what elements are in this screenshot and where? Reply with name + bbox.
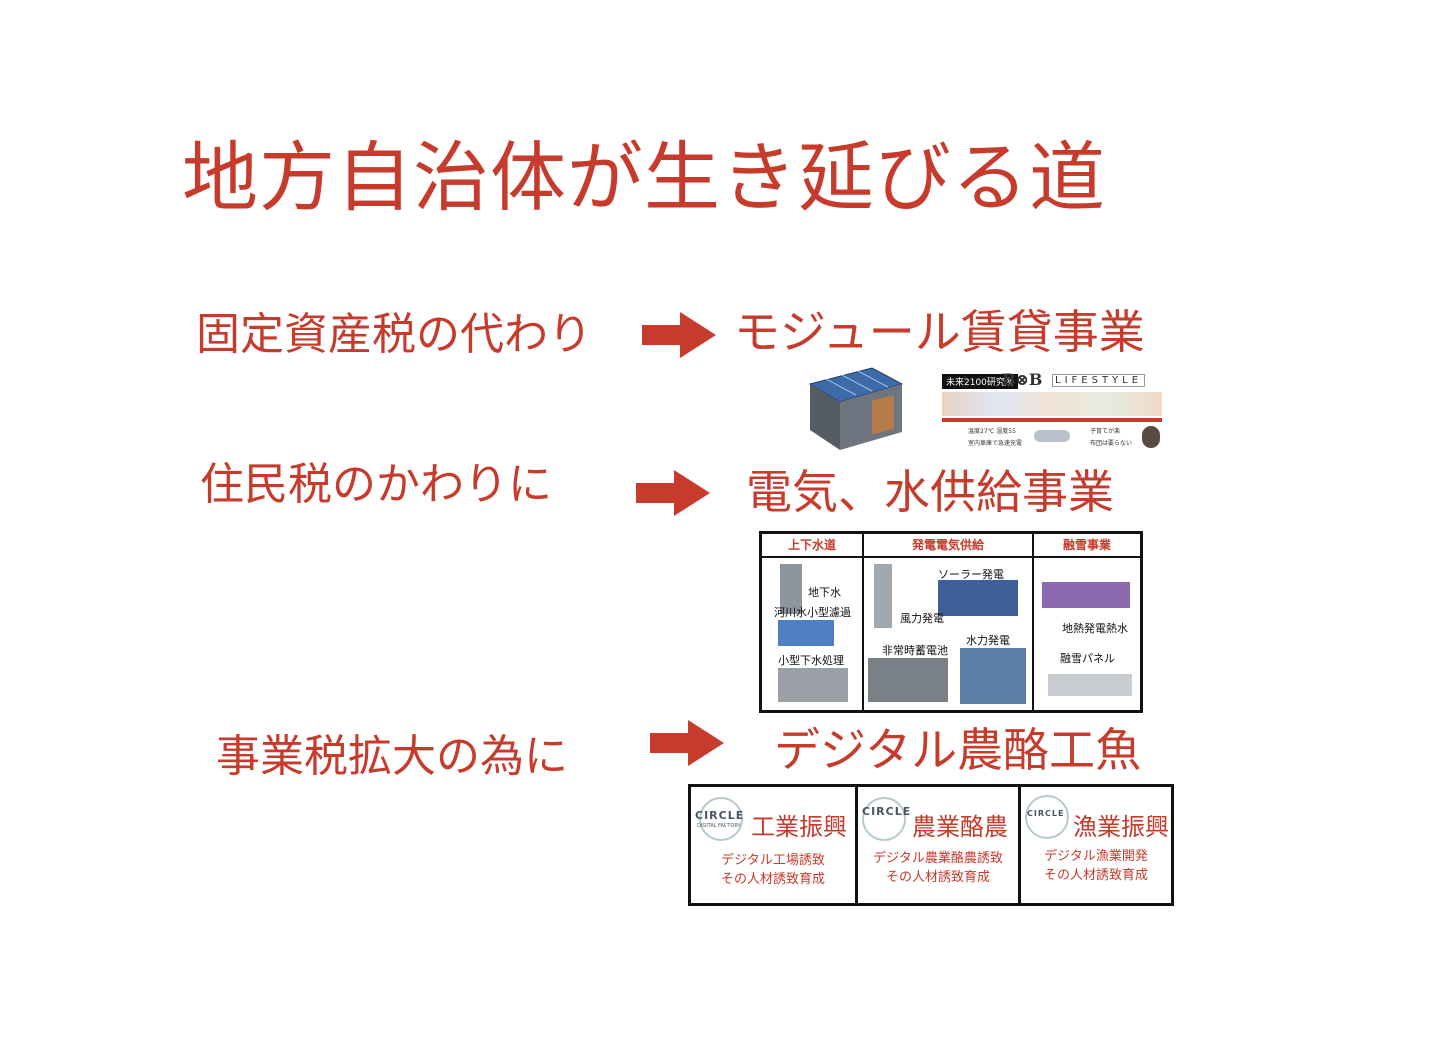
water-label-sewage: 小型下水処理 [778,654,844,667]
power-label-solar: ソーラー発電 [938,568,1004,581]
battery-rack-image [868,658,948,702]
person-icon [1142,426,1160,448]
hydro-turbine-image [960,648,1026,704]
sector-logo-text: CIRCLE [862,805,912,818]
row-label-resident-tax: 住民税のかわりに [200,459,552,510]
right-arrow-icon [642,312,716,358]
module-container-image [808,367,904,450]
sectors-panel: CIRCLE DIGITAL FACTORY 工業振興 デジタル工場誘致 その人… [688,784,1174,906]
lifestyle-icons-strip [942,392,1162,416]
right-arrow-icon [636,470,710,516]
sector-line1: デジタル農業酪農誘致 [873,851,1003,866]
sector-title: 農業酪農 [912,813,1008,841]
snow-label-geothermal: 地熱発電熱水 [1062,622,1128,635]
geothermal-image [1042,582,1130,608]
sewage-unit-image [778,668,848,702]
well-tower-image [780,564,802,614]
sector-agriculture: CIRCLE 農業酪農 デジタル農業酪農誘致 その人材誘致育成 [858,787,1021,903]
sector-logo-subtext: DIGITAL FACTORY [697,823,741,829]
row-label-business-tax: 事業税拡大の為に [216,731,568,782]
sector-industry: CIRCLE DIGITAL FACTORY 工業振興 デジタル工場誘致 その人… [691,787,858,903]
lifestyle-tag: 未来2100研究所 [942,374,1018,389]
power-label-hydro: 水力発電 [966,634,1010,647]
sector-fishery: CIRCLE 漁業振興 デジタル漁業開発 その人材誘致育成 [1021,787,1171,903]
sector-logo-text: CIRCLE [1027,809,1065,818]
lifestyle-infographic: 未来2100研究所 B⊗B LIFESTYLE 温度27℃ 湿度55 室内車庫で… [940,370,1164,450]
circle-logo-icon [699,797,743,841]
snow-header: 融雪事業 [1034,534,1140,558]
water-header: 上下水道 [762,534,862,558]
power-header: 発電電気供給 [864,534,1032,558]
lifestyle-note-childcare: 子育てが楽 [1090,428,1121,435]
car-icon [1034,430,1070,442]
power-label-battery: 非常時蓄電池 [882,644,948,657]
sector-line2: その人材誘致育成 [1043,868,1148,883]
lifestyle-note-futon: 布団は要らない [1090,440,1133,447]
lifestyle-word: LIFESTYLE [1052,374,1146,387]
snow-label-panel: 融雪パネル [1060,652,1115,665]
sector-line2: その人材誘致育成 [885,870,990,885]
lifestyle-note-temp: 温度27℃ 湿度55 [968,428,1016,435]
water-label-groundwater: 地下水 [808,586,841,599]
lifestyle-divider [942,418,1162,422]
snow-column: 融雪事業 地熱発電熱水 融雪パネル [1034,534,1140,710]
row-target-digital-sectors: デジタル農酪工魚 [774,723,1142,777]
sector-title: 工業振興 [751,813,847,841]
sector-logo-text: CIRCLE [695,809,745,822]
sector-line2: その人材誘致育成 [720,872,825,887]
right-arrow-icon [650,720,724,766]
filter-unit-image [778,620,834,646]
power-column: 発電電気供給 ソーラー発電 風力発電 非常時蓄電池 水力発電 [864,534,1034,710]
water-label-river: 河川水小型濾過 [774,606,851,619]
snow-panel-image [1048,674,1132,696]
row-label-property-tax: 固定資産税の代わり [196,309,592,360]
circle-logo-icon [1025,795,1069,839]
lifestyle-bob-logo: B⊗B [1002,370,1043,389]
solar-module-image [938,580,1018,616]
infrastructure-panel: 上下水道 地下水 河川水小型濾過 小型下水処理 発電電気供給 ソーラー発電 風力… [759,531,1143,713]
sector-line1: デジタル漁業開発 [1044,849,1148,864]
circle-logo-icon [862,797,906,841]
sector-line1: デジタル工場誘致 [721,853,825,868]
row-target-module-rental: モジュール賃貸事業 [734,305,1145,359]
page-title: 地方自治体が生き延びる道 [182,133,1106,222]
lifestyle-note-garage: 室内車庫で急速充電 [968,440,1023,447]
power-label-wind: 風力発電 [900,612,944,625]
sector-title: 漁業振興 [1073,813,1169,841]
row-target-power-water: 電気、水供給事業 [746,465,1114,519]
water-column: 上下水道 地下水 河川水小型濾過 小型下水処理 [762,534,864,710]
wind-turbine-image [874,564,892,628]
